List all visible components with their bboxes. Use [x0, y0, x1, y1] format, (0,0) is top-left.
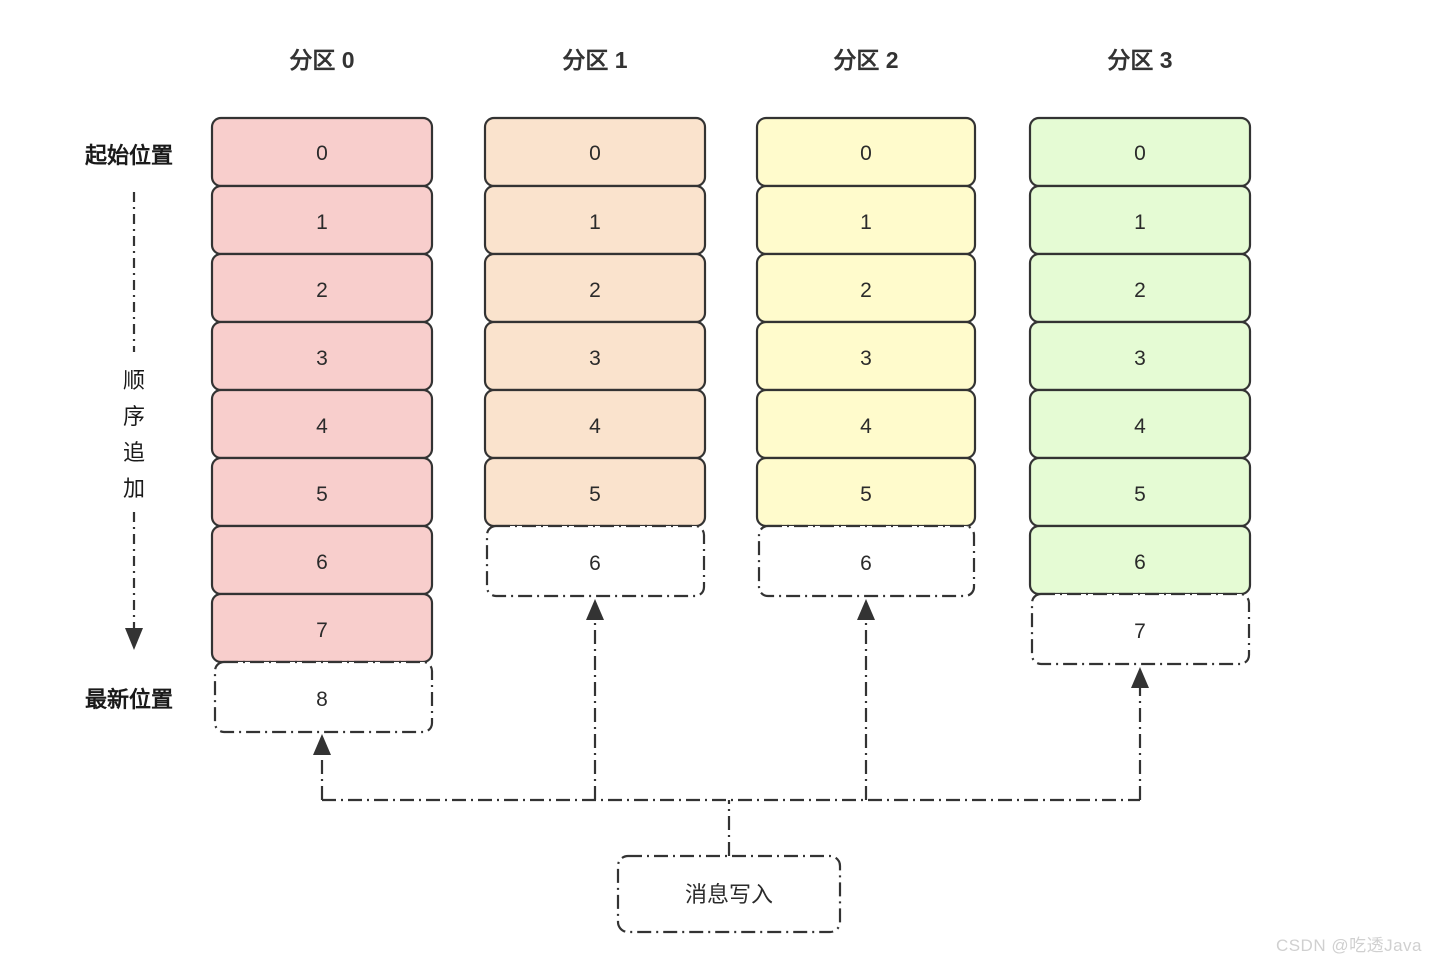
pending-offset-label: 8: [316, 688, 328, 711]
offset-cell-label: 4: [860, 415, 872, 438]
offset-cell-label: 0: [316, 142, 328, 165]
pending-offset-label: 6: [589, 552, 601, 575]
offset-cell-label: 0: [860, 142, 872, 165]
flow-label-char-1: 序: [123, 404, 145, 429]
offset-cell-label: 6: [1134, 551, 1146, 574]
write-branch-arrow-3: [1131, 667, 1149, 688]
offset-cell-label: 6: [316, 551, 328, 574]
flow-label-char-0: 顺: [123, 368, 145, 393]
write-bus-connectors: [313, 599, 1149, 856]
append-axis-arrowhead: [125, 628, 143, 650]
offset-cell-label: 2: [1134, 279, 1146, 302]
offset-cell-label: 3: [589, 347, 601, 370]
offset-cell-label: 1: [316, 211, 328, 234]
offset-cell-label: 0: [1134, 142, 1146, 165]
offset-cell-label: 1: [860, 211, 872, 234]
write-branch-arrow-0: [313, 734, 331, 755]
offset-cell-label: 7: [316, 619, 328, 642]
offset-cell-label: 2: [589, 279, 601, 302]
offset-cell-label: 1: [1134, 211, 1146, 234]
append-direction-axis: 起始位置 顺 序 追 加 最新位置: [84, 143, 173, 712]
partition-3-filled-cells: 0 1 2 3 4 5 6: [1028, 116, 1252, 596]
offset-cell-label: 3: [860, 347, 872, 370]
partition-column-0: 0 1 2 3 4 5 6 7 8: [210, 116, 434, 734]
start-position-label: 起始位置: [84, 143, 173, 168]
offset-cell-label: 5: [316, 483, 328, 506]
offset-cell-label: 4: [589, 415, 601, 438]
partition-column-2: 0 1 2 3 4 5 6: [755, 116, 977, 598]
offset-cell-label: 0: [589, 142, 601, 165]
watermark: CSDN @吃透Java: [1275, 936, 1422, 955]
offset-cell-label: 3: [316, 347, 328, 370]
partition-title-0: 分区 0: [289, 47, 354, 73]
flow-label-char-3: 加: [123, 476, 145, 501]
partition-2-filled-cells: 0 1 2 3 4 5: [755, 116, 977, 528]
pending-offset-cell: [485, 524, 706, 598]
flow-label-char-2: 追: [123, 440, 145, 465]
offset-cell-label: 5: [589, 483, 601, 506]
pending-offset-cell: [213, 660, 434, 734]
offset-cell-label: 4: [316, 415, 328, 438]
partition-column-1: 0 1 2 3 4 5 6: [483, 116, 707, 598]
pending-offset-label: 6: [860, 552, 872, 575]
writer-box[interactable]: [616, 854, 842, 934]
partition-title-2: 分区 2: [833, 47, 898, 73]
partition-title-1: 分区 1: [562, 47, 627, 73]
pending-offset-label: 7: [1134, 620, 1146, 643]
writer-label: 消息写入: [685, 882, 773, 907]
offset-cell-label: 5: [1134, 483, 1146, 506]
partition-title-3: 分区 3: [1107, 47, 1172, 73]
offset-cell-label: 4: [1134, 415, 1146, 438]
offset-cell-label: 5: [860, 483, 872, 506]
message-writer-node[interactable]: 消息写入: [616, 854, 842, 934]
latest-position-label: 最新位置: [85, 687, 173, 712]
write-branch-arrow-1: [586, 599, 604, 620]
column-titles: 分区 0 分区 1 分区 2 分区 3: [289, 47, 1172, 73]
offset-cell-label: 2: [860, 279, 872, 302]
write-branch-arrow-2: [857, 599, 875, 620]
offset-cell-label: 2: [316, 279, 328, 302]
partition-0-filled-cells: 0 1 2 3 4 5 6 7: [210, 116, 434, 664]
partition-column-3: 0 1 2 3 4 5 6 7: [1028, 116, 1252, 666]
partition-1-filled-cells: 0 1 2 3 4 5: [483, 116, 707, 528]
pending-offset-cell: [1030, 592, 1251, 666]
offset-cell-label: 3: [1134, 347, 1146, 370]
offset-cell-label: 1: [589, 211, 601, 234]
pending-offset-cell: [757, 524, 976, 598]
